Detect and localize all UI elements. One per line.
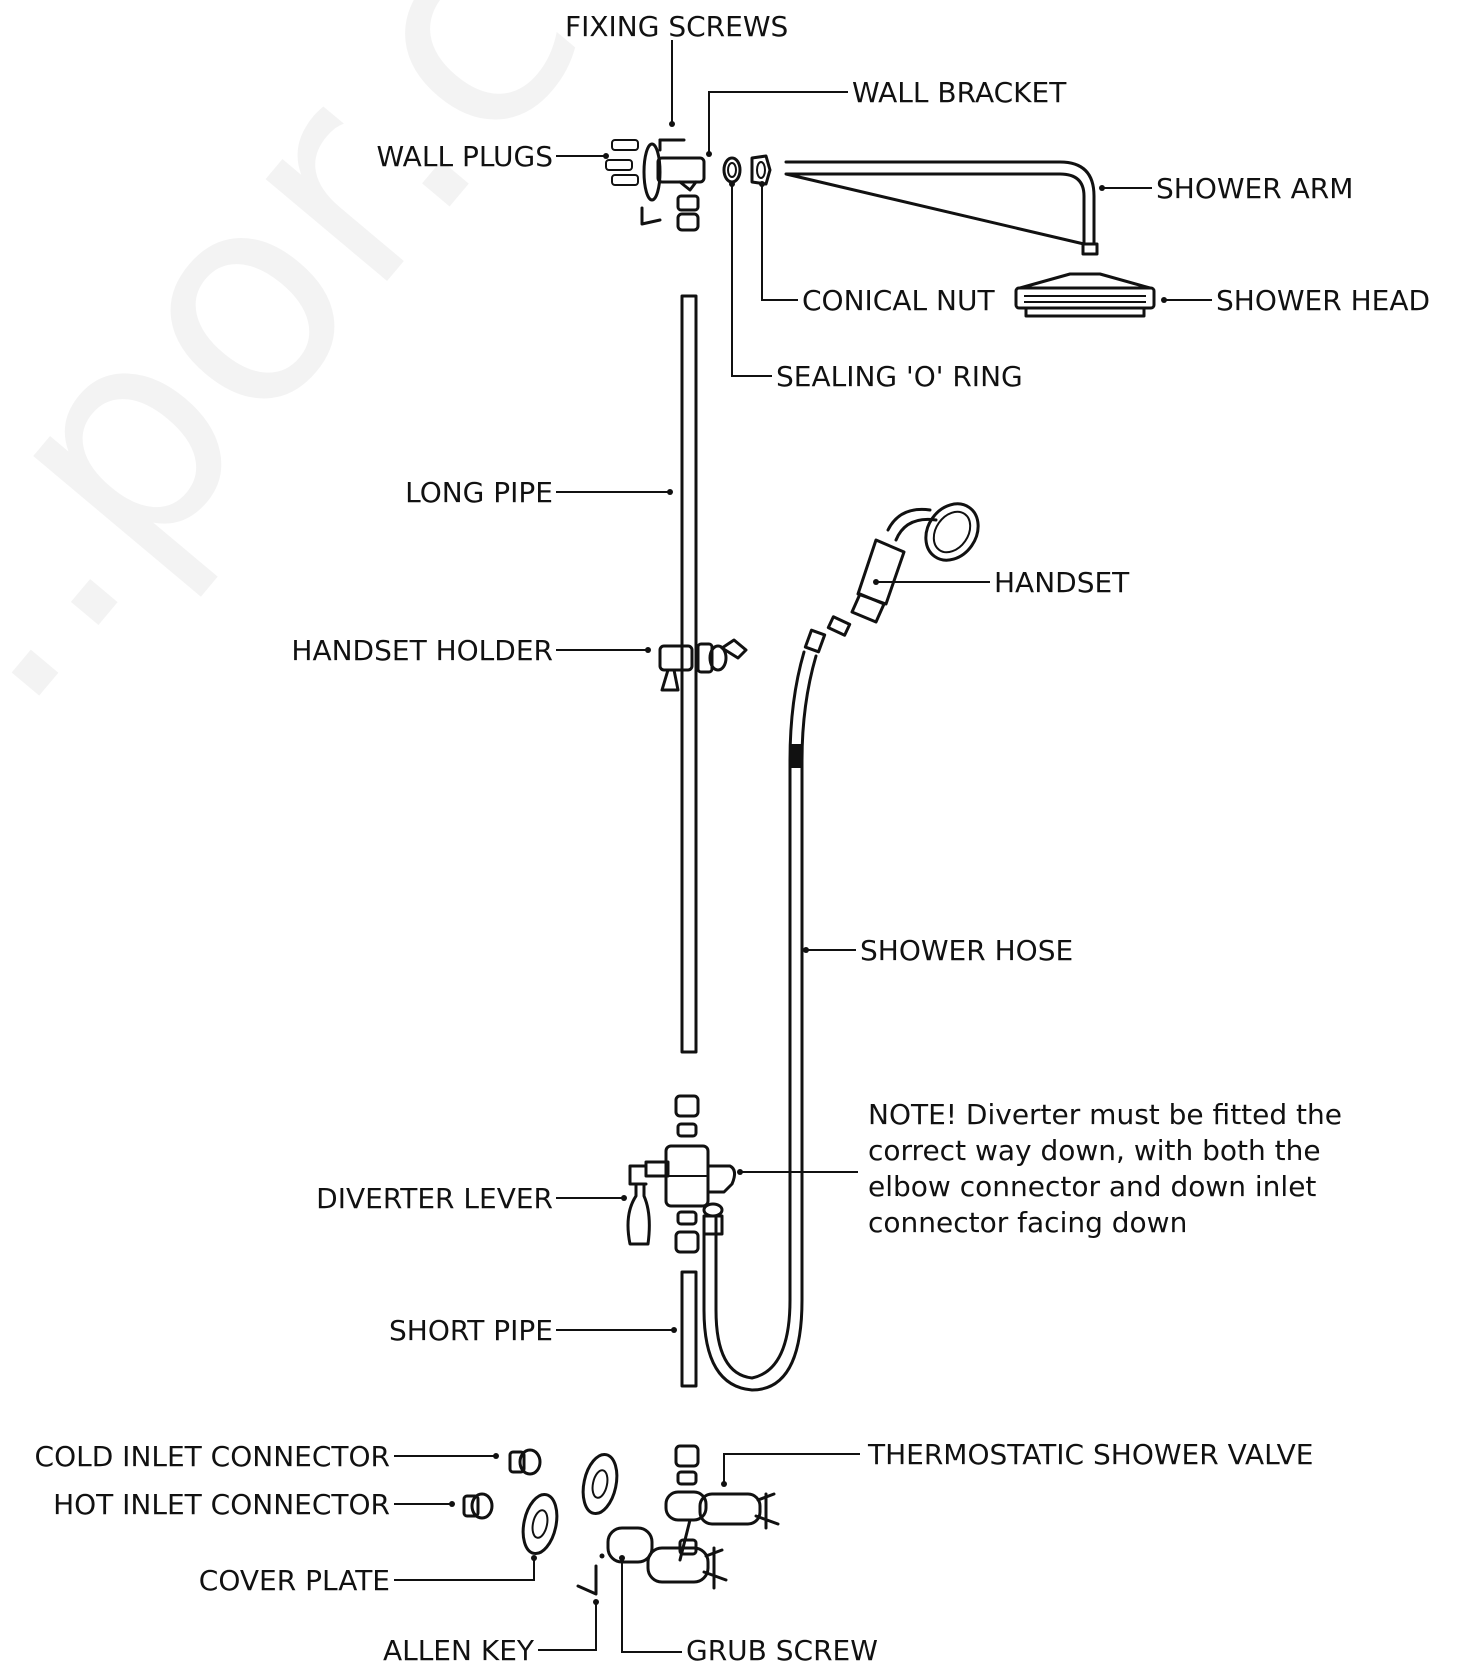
label-fixing-screws: FIXING SCREWS [565, 10, 788, 43]
diverter-part [628, 1094, 737, 1254]
wall-plugs-part [605, 139, 639, 186]
handset-part [826, 502, 980, 637]
note-line-1: NOTE! Diverter must be fitted the [868, 1098, 1342, 1131]
hot-inlet-connector-part [462, 1492, 494, 1520]
label-sealing-o-ring: SEALING 'O' RING [776, 360, 1023, 393]
sealing-o-ring-part [722, 156, 742, 184]
leader-lines [394, 40, 1212, 1653]
thermostatic-valve-part [606, 1444, 780, 1590]
grub-screw-part [599, 1553, 605, 1559]
label-shower-head: SHOWER HEAD [1216, 284, 1430, 317]
label-wall-plugs: WALL PLUGS [377, 140, 553, 173]
diverter-lever-part [626, 1182, 651, 1246]
label-cover-plate: COVER PLATE [199, 1564, 390, 1597]
note-line-2: correct way down, with both the [868, 1134, 1321, 1167]
shower-head-part [1014, 272, 1156, 318]
label-handset-holder: HANDSET HOLDER [291, 634, 553, 667]
handset-holder-part [658, 638, 748, 692]
label-thermostatic-shower-valve: THERMOSTATIC SHOWER VALVE [867, 1438, 1313, 1471]
shower-arm-part [784, 160, 1096, 246]
label-diverter-lever: DIVERTER LEVER [316, 1182, 553, 1215]
label-allen-key: ALLEN KEY [383, 1634, 535, 1661]
label-wall-bracket: WALL BRACKET [852, 76, 1067, 109]
cold-inlet-connector-part [508, 1448, 542, 1476]
note-line-4: connector facing down [868, 1206, 1187, 1239]
label-cold-inlet-connector: COLD INLET CONNECTOR [35, 1440, 390, 1473]
cover-plates-part [521, 1452, 619, 1556]
wall-bracket-part [640, 142, 706, 232]
conical-nut-part [750, 154, 772, 186]
note-line-3: elbow connector and down inlet [868, 1170, 1316, 1203]
label-hot-inlet-connector: HOT INLET CONNECTOR [53, 1488, 390, 1521]
watermark: ...por.com [0, 0, 940, 834]
label-short-pipe: SHORT PIPE [389, 1314, 553, 1347]
shower-hose-part [702, 628, 827, 1392]
label-shower-arm: SHOWER ARM [1156, 172, 1353, 205]
fixing-screws-part [658, 138, 686, 152]
shower-arm-thread [1081, 242, 1099, 256]
label-long-pipe: LONG PIPE [405, 476, 553, 509]
label-handset: HANDSET [994, 566, 1130, 599]
allen-key-part [576, 1564, 598, 1596]
label-grub-screw: GRUB SCREW [686, 1634, 878, 1661]
short-pipe-part [680, 1270, 698, 1388]
long-pipe-part [680, 294, 698, 1054]
sealing-o-ring-inner [727, 162, 737, 178]
label-shower-hose: SHOWER HOSE [860, 934, 1073, 967]
label-conical-nut: CONICAL NUT [802, 284, 995, 317]
